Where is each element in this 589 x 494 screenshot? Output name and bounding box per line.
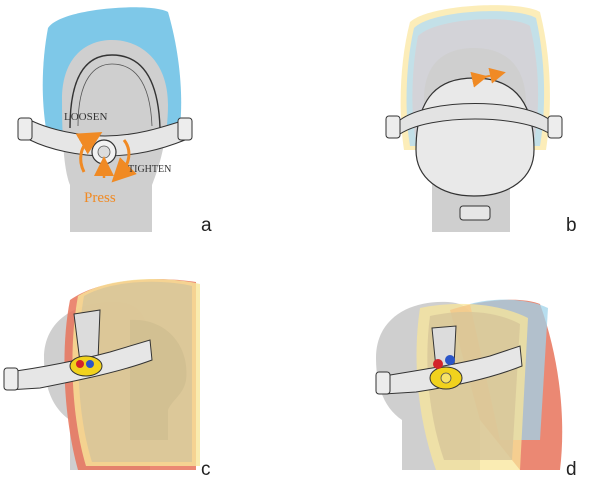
panel-c: c <box>4 279 211 480</box>
crown-strap-b <box>416 78 534 196</box>
panel-a: LOOSEN TIGHTEN Press a <box>18 7 212 236</box>
loosen-label: LOOSEN <box>64 111 107 123</box>
tighten-label: TIGHTEN <box>128 164 171 175</box>
panel-letter-a: a <box>201 215 212 236</box>
panel-letter-d: d <box>566 459 577 480</box>
ratchet-knob-center <box>98 146 110 158</box>
side-knob-right <box>178 118 192 140</box>
side-knob-d <box>376 372 390 394</box>
nape-pad-b <box>460 206 490 220</box>
press-label: Press <box>84 190 116 206</box>
pivot-knob-yellow-c <box>70 356 102 376</box>
pivot-knob-center-d <box>441 373 451 383</box>
panel-letter-b: b <box>566 215 577 236</box>
pivot-knob-red-d <box>433 359 443 369</box>
side-knob-left-b <box>386 116 400 138</box>
pivot-knob-blue-c <box>86 360 94 368</box>
side-knob-c <box>4 368 18 390</box>
side-knob-left <box>18 118 32 140</box>
pivot-knob-blue-d <box>445 355 455 365</box>
side-knob-right-b <box>548 116 562 138</box>
panel-letter-c: c <box>201 459 211 480</box>
pivot-knob-red-c <box>76 360 84 368</box>
panel-d: d <box>376 300 577 480</box>
panel-b: b <box>386 5 577 236</box>
